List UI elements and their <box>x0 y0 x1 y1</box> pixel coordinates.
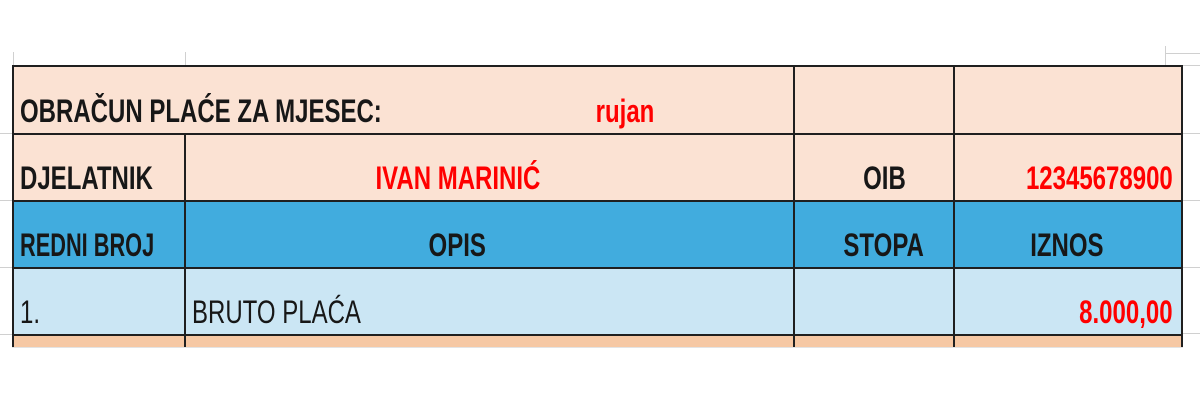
gridline <box>185 52 186 65</box>
gridline <box>1165 53 1200 54</box>
header-row: REDNI BROJ OPIS STOPA IZNOS <box>14 202 1181 269</box>
gridline <box>1183 65 1200 66</box>
cell-sliver-2[interactable] <box>186 336 795 347</box>
cell-title[interactable]: OBRAČUN PLAĆE ZA MJESEC: rujan <box>14 67 795 135</box>
cell-sliver-4[interactable] <box>955 336 1181 347</box>
title-row: OBRAČUN PLAĆE ZA MJESEC: rujan <box>14 67 1181 135</box>
month-value: rujan <box>595 93 655 130</box>
gridline <box>1183 133 1200 134</box>
row1-iznos: 8.000,00 <box>1079 294 1173 331</box>
cell-row1-number[interactable]: 1. <box>14 269 186 336</box>
header-iznos[interactable]: IZNOS <box>955 202 1181 269</box>
header-stopa[interactable]: STOPA <box>795 202 955 269</box>
gridline <box>1183 333 1200 334</box>
cell-employee-name[interactable]: IVAN MARINIĆ <box>186 135 795 202</box>
row1-opis: BRUTO PLAĆA <box>192 294 361 331</box>
header-opis[interactable]: OPIS <box>186 202 795 269</box>
cutoff-row <box>14 336 1181 347</box>
payroll-table: OBRAČUN PLAĆE ZA MJESEC: rujan DJELATNIK… <box>12 65 1183 347</box>
gridline <box>1183 267 1200 268</box>
header-redni-broj[interactable]: REDNI BROJ <box>14 202 186 269</box>
row1-number: 1. <box>20 294 41 331</box>
cell-employee-label[interactable]: DJELATNIK <box>14 135 186 202</box>
gridline <box>12 347 1183 348</box>
oib-value: 12345678900 <box>1026 160 1173 197</box>
header-stopa-label: STOPA <box>843 227 925 264</box>
employee-name: IVAN MARINIĆ <box>375 160 540 197</box>
cell-title-empty-1[interactable] <box>795 67 955 135</box>
cell-title-empty-2[interactable] <box>955 67 1181 135</box>
header-redni-broj-label: REDNI BROJ <box>20 227 155 264</box>
cell-row1-opis[interactable]: BRUTO PLAĆA <box>186 269 795 336</box>
title-label: OBRAČUN PLAĆE ZA MJESEC: <box>20 93 382 130</box>
employee-row: DJELATNIK IVAN MARINIĆ OIB 12345678900 <box>14 135 1181 202</box>
header-iznos-label: IZNOS <box>1030 227 1104 264</box>
gridline <box>0 334 12 335</box>
employee-label: DJELATNIK <box>20 160 153 197</box>
gridline <box>0 133 12 134</box>
oib-label: OIB <box>862 160 906 197</box>
cell-oib-value[interactable]: 12345678900 <box>955 135 1181 202</box>
gridline <box>13 52 14 65</box>
cell-sliver-1[interactable] <box>14 336 186 347</box>
cell-oib-label[interactable]: OIB <box>795 135 955 202</box>
cell-row1-stopa[interactable] <box>795 269 955 336</box>
cell-row1-iznos[interactable]: 8.000,00 <box>955 269 1181 336</box>
table-row: 1. BRUTO PLAĆA 8.000,00 <box>14 269 1181 336</box>
gridline <box>1165 46 1166 65</box>
gridline <box>1183 200 1200 201</box>
gridline <box>0 267 12 268</box>
header-opis-label: OPIS <box>428 227 487 264</box>
gridline <box>0 200 12 201</box>
cell-sliver-3[interactable] <box>795 336 955 347</box>
